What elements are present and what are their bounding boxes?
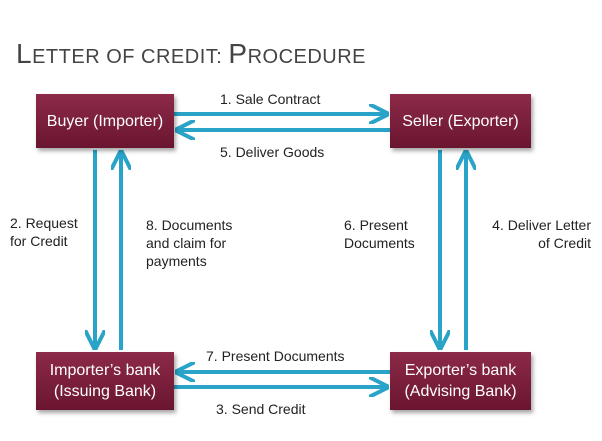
page-title: LETTER OF CREDIT: PROCEDURE	[16, 38, 367, 69]
step-6-label: 6. Present Documents	[344, 217, 415, 251]
step-4-label: 4. Deliver Letter of Credit	[492, 217, 591, 251]
seller-box: Seller (Exporter)	[390, 94, 531, 148]
step-2-label: 2. Request for Credit	[10, 215, 78, 249]
buyer-box: Buyer (Importer)	[36, 94, 174, 148]
seller-label: Seller (Exporter)	[402, 112, 519, 130]
exporters-bank-box: Exporter’s bank (Advising Bank)	[390, 352, 531, 410]
importers-bank-box: Importer’s bank (Issuing Bank)	[36, 352, 174, 410]
importers-bank-label: Importer’s bank	[49, 362, 161, 379]
step-7-label: 7. Present Documents	[206, 348, 345, 364]
advising-bank-label: (Advising Bank)	[404, 383, 517, 400]
buyer-label: Buyer (Importer)	[46, 112, 164, 130]
issuing-bank-label: (Issuing Bank)	[53, 383, 157, 400]
exporters-bank-label: Exporter’s bank	[404, 362, 517, 379]
step-3-label: 3. Send Credit	[216, 401, 306, 417]
step-8-label: 8. Documents and claim for payments	[146, 217, 233, 269]
step-1-label: 1. Sale Contract	[220, 91, 321, 107]
step-5-label: 5. Deliver Goods	[220, 144, 325, 160]
